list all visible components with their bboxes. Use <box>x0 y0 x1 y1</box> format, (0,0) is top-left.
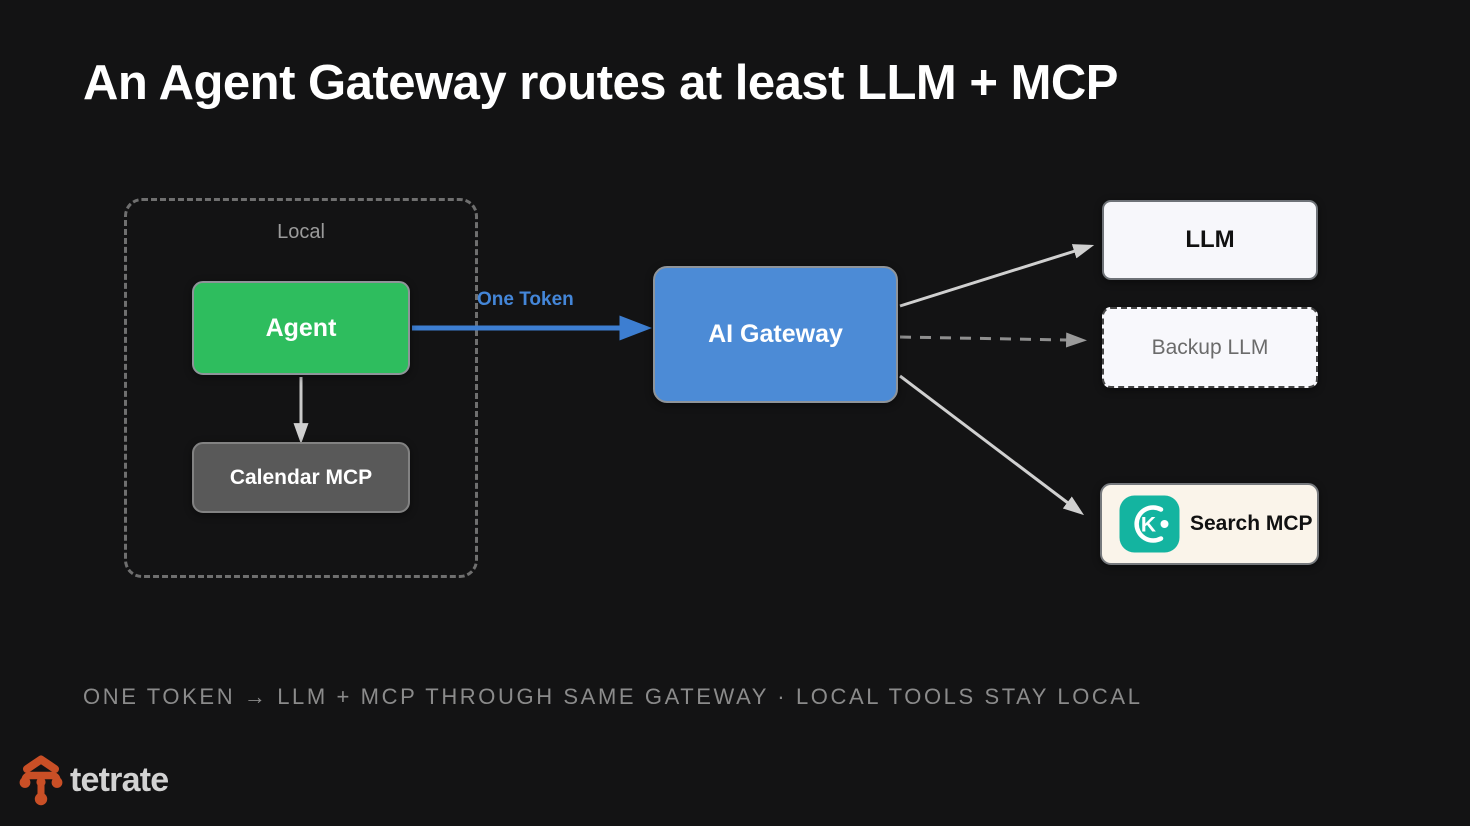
node-search-mcp: K Search MCP <box>1100 483 1319 565</box>
local-group-label: Local <box>277 221 325 243</box>
node-agent: Agent <box>192 281 410 375</box>
kagi-k-icon-letter: K <box>1141 514 1156 537</box>
edge-gateway-to-search-mcp <box>899 374 1085 516</box>
node-backup-llm: Backup LLM <box>1102 307 1318 388</box>
node-backup-llm-label: Backup LLM <box>1151 335 1269 359</box>
edge-gateway-to-backup-llm <box>899 332 1088 348</box>
tetrate-icon <box>19 755 63 806</box>
node-ai-gateway: AI Gateway <box>653 266 898 403</box>
node-llm: LLM <box>1102 200 1318 280</box>
edge-label-one-token: One Token <box>477 289 574 310</box>
footer-summary: ONE TOKEN → LLM + MCP THROUGH SAME GATEW… <box>83 684 1143 709</box>
node-search-mcp-label: Search MCP <box>1190 512 1313 535</box>
brand-wordmark: tetrate <box>70 761 169 799</box>
node-calendar-mcp-label: Calendar MCP <box>229 465 373 489</box>
node-calendar-mcp: Calendar MCP <box>192 442 410 513</box>
brand-logo: tetrate <box>19 754 169 806</box>
node-agent-label: Agent <box>265 313 337 342</box>
node-ai-gateway-label: AI Gateway <box>708 320 843 348</box>
edge-gateway-to-llm <box>899 244 1095 308</box>
kagi-k-icon: K <box>1119 495 1180 553</box>
node-llm-label: LLM <box>1185 226 1235 253</box>
local-group-container <box>124 198 478 578</box>
page-title: An Agent Gateway routes at least LLM + M… <box>83 56 1118 110</box>
